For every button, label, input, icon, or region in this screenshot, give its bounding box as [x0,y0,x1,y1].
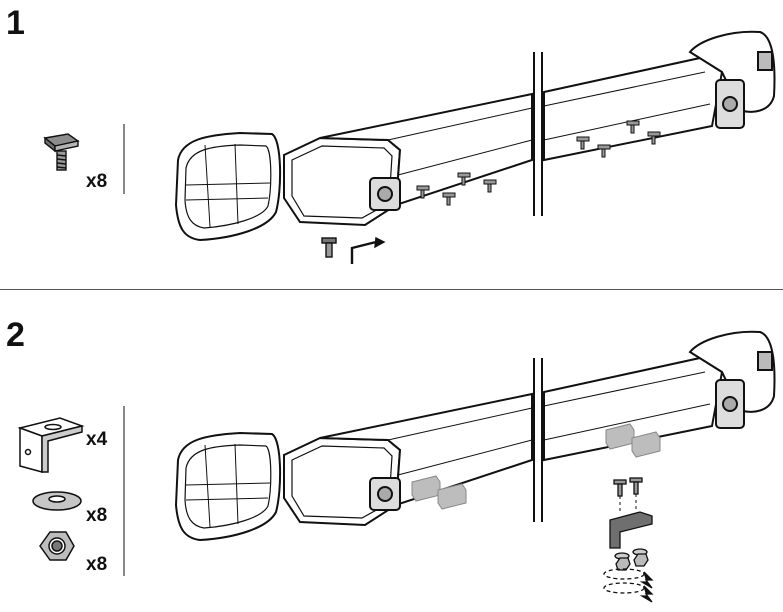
crossbar-right-section [543,30,776,162]
t-bolt-icon [43,133,80,171]
step-2-parts-panel [17,330,776,603]
hex-nut-icon [39,531,75,561]
step-divider [0,289,783,290]
step-2-l-bracket-quantity: x4 [86,429,108,450]
crossbar-left-section [283,92,533,264]
step-2-number: 2 [6,316,25,354]
step-1-t-bolt-quantity: x8 [86,171,108,192]
step-2-hex-nut-quantity: x8 [86,554,108,575]
washer-icon [32,491,82,511]
length-break-marks [533,52,543,216]
step-1-parts-panel [43,30,776,264]
crossbar-left-section [283,392,533,527]
crossbar-right-section [543,330,776,462]
bracket-assembly-exploded-view [603,477,654,603]
step-2-washer-quantity: x8 [86,505,108,526]
end-cap-left [174,431,282,542]
step-1-number: 1 [6,4,25,42]
l-bracket-icon [17,417,85,473]
length-break-marks [533,358,543,522]
end-cap-left [174,131,282,242]
